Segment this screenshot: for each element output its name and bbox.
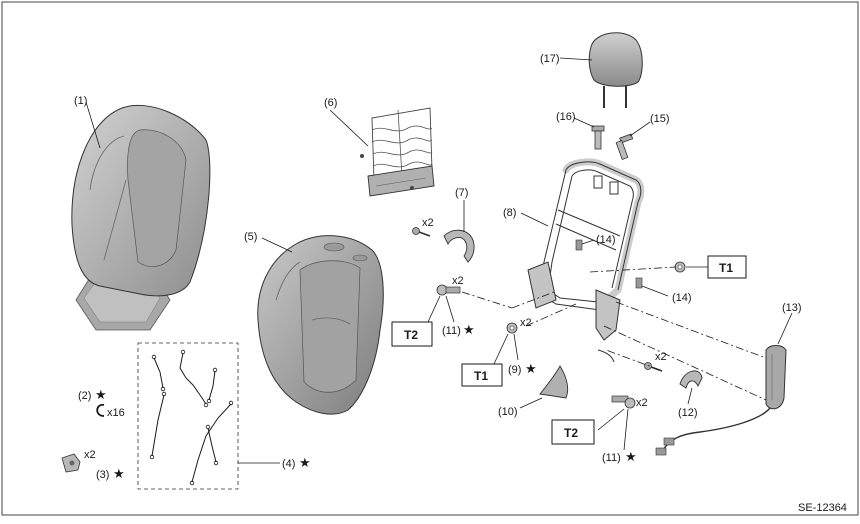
torque-box-t1-lower — [461, 363, 503, 387]
callout-15: (15) — [650, 113, 670, 125]
part-4-wires — [151, 352, 232, 483]
callout-16: (16) — [556, 111, 576, 123]
torque-box-t1-right — [707, 255, 747, 279]
callout-9: (9) — [508, 364, 521, 376]
callout-11a: (11) — [442, 325, 461, 337]
part-16-guide — [591, 125, 605, 150]
part-7-bracket — [443, 229, 475, 263]
callout-11b: (11) — [602, 452, 621, 464]
part-3-clip — [61, 453, 81, 473]
part-5-seatback-pad — [257, 235, 384, 415]
part-13-airbag-module — [655, 345, 787, 456]
bolt-icon-11-upper — [436, 284, 461, 296]
star-2: ★ — [95, 387, 107, 402]
callout-5: (5) — [244, 231, 257, 243]
torque-t1-lower: T1 — [474, 369, 488, 383]
callout-2: (2) — [78, 390, 91, 402]
bolt-icon-11-lower — [611, 395, 636, 409]
callout-1: (1) — [74, 95, 87, 107]
qty-11a: x2 — [452, 275, 464, 287]
torque-t2-upper: T2 — [404, 328, 418, 342]
assembly-guide-lines — [461, 266, 767, 401]
star-11a: ★ — [463, 322, 475, 337]
qty-12: x2 — [655, 351, 667, 363]
part-14-clip-a — [575, 239, 583, 251]
nut-icon-9 — [506, 322, 518, 334]
star-11b: ★ — [625, 449, 637, 464]
torque-box-t2-lower — [551, 419, 595, 445]
torque-t1-right: T1 — [719, 261, 733, 275]
figure-id: SE-12364 — [798, 502, 847, 514]
callout-4: (4) — [282, 458, 295, 470]
callout-14a: (14) — [596, 234, 616, 246]
part-1-seatback-cover — [71, 104, 211, 331]
callout-6: (6) — [324, 97, 337, 109]
part-8-seatback-frame — [527, 158, 645, 363]
callout-13: (13) — [782, 302, 802, 314]
torque-box-t2-upper — [391, 321, 433, 347]
star-9: ★ — [525, 361, 537, 376]
nut-icon-right — [674, 261, 686, 273]
torque-t2-lower: T2 — [564, 426, 578, 440]
part-15-guide — [615, 133, 634, 160]
qty-2: x16 — [107, 407, 125, 419]
part-14-clip-b — [635, 277, 643, 289]
callout-3: (3) — [96, 469, 109, 481]
part-6-spring-mat — [360, 107, 435, 197]
callout-8: (8) — [503, 207, 516, 219]
callout-12: (12) — [678, 407, 698, 419]
qty-3: x2 — [84, 449, 96, 461]
qty-7: x2 — [422, 217, 434, 229]
part-17-headrest — [588, 32, 643, 108]
callout-14b: (14) — [672, 292, 692, 304]
callout-7: (7) — [455, 187, 468, 199]
part-10-cover — [539, 365, 569, 399]
star-4: ★ — [299, 455, 311, 470]
part-4-box — [137, 342, 239, 490]
part-12-bracket — [679, 370, 703, 389]
hog-ring-icon — [96, 403, 105, 417]
callout-17: (17) — [540, 53, 560, 65]
bolt-icon-7 — [412, 227, 431, 237]
star-3: ★ — [113, 466, 125, 481]
qty-11b: x2 — [636, 397, 648, 409]
callout-10: (10) — [498, 406, 518, 418]
qty-9: x2 — [520, 317, 532, 329]
